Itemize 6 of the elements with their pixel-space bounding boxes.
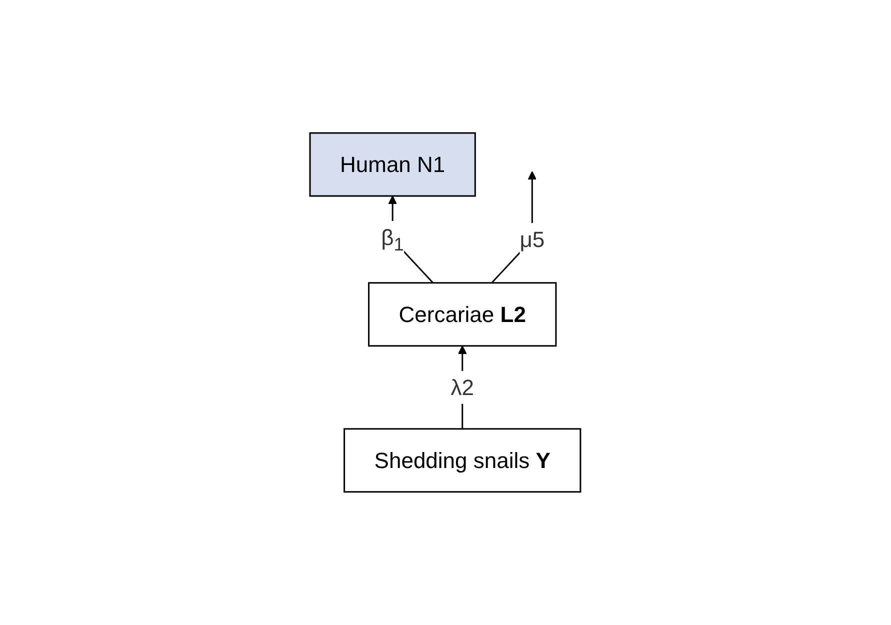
node-box: Cercariae L2 (368, 282, 557, 347)
edge-label: β$_{1}$ (381, 225, 404, 254)
edge-label: μ5 (520, 227, 545, 252)
edge-label: λ2 (451, 374, 474, 400)
node-box: Human N1 (310, 132, 476, 197)
node-box: Shedding snails Y (344, 428, 582, 493)
